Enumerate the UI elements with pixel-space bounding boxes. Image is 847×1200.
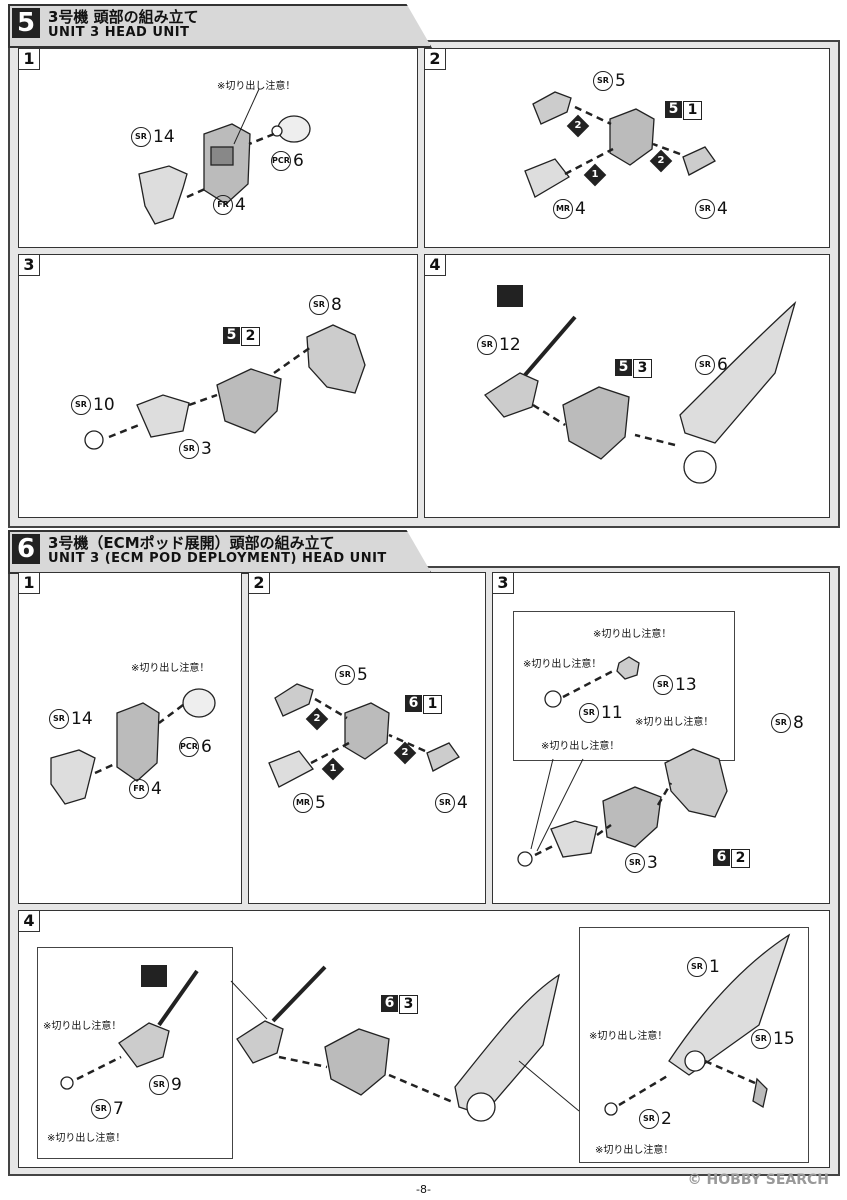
order-marker: 1 — [583, 163, 607, 187]
tool-icon — [497, 285, 523, 307]
order-marker: 2 — [649, 149, 673, 173]
assembly-illustration — [50, 688, 216, 805]
cut-caution-note: ※切り出し注意！ — [523, 659, 602, 670]
tool-icon — [141, 965, 167, 987]
order-marker: 2 — [566, 114, 590, 138]
cut-caution-note: ※切り出し注意！ — [217, 81, 296, 92]
cut-caution-note: ※切り出し注意！ — [595, 1145, 674, 1156]
panel-number: 3 — [18, 254, 40, 276]
section-header-bar — [8, 530, 432, 574]
order-marker: 2 — [305, 707, 329, 731]
assembly-illustration — [517, 656, 728, 867]
panel-number: 2 — [424, 48, 446, 70]
cut-caution-note: ※切り出し注意！ — [43, 1021, 122, 1032]
cut-caution-note: ※切り出し注意！ — [541, 741, 620, 752]
panel-number: 1 — [18, 48, 40, 70]
section-title-en: UNIT 3 HEAD UNIT — [48, 25, 190, 40]
panel-number: 3 — [492, 572, 514, 594]
section-6-header: 6 3号機（ECMポッド展開）頭部の組み立て UNIT 3 (ECM POD D… — [8, 530, 448, 574]
cut-caution-note: ※切り出し注意！ — [47, 1133, 126, 1144]
page-number: -8- — [416, 1183, 431, 1196]
assembly-illustration — [60, 933, 791, 1122]
cut-caution-note: ※切り出し注意！ — [635, 717, 714, 728]
assembly-illustration — [484, 285, 797, 484]
section-number: 6 — [12, 534, 40, 564]
section-number: 5 — [12, 8, 40, 38]
assembly-illustration — [268, 683, 460, 788]
watermark: © HOBBY SEARCH — [687, 1172, 829, 1188]
cut-caution-note: ※切り出し注意！ — [131, 663, 210, 674]
assembly-illustration — [138, 88, 311, 225]
section-title-jp: 3号機（ECMポッド展開）頭部の組み立て — [48, 534, 335, 552]
section-title-jp: 3号機 頭部の組み立て — [48, 8, 199, 26]
order-marker: 2 — [393, 741, 417, 765]
panel-number: 2 — [248, 572, 270, 594]
section-title-en: UNIT 3 (ECM POD DEPLOYMENT) HEAD UNIT — [48, 551, 387, 566]
panel-number: 1 — [18, 572, 40, 594]
cut-caution-note: ※切り出し注意！ — [589, 1031, 668, 1042]
assembly-illustration — [84, 324, 366, 450]
detail-inset — [513, 611, 735, 761]
order-marker: 1 — [321, 757, 345, 781]
cut-caution-note: ※切り出し注意！ — [593, 629, 672, 640]
panel-number: 4 — [18, 910, 40, 932]
section-header-bar — [8, 4, 432, 48]
panel-number: 4 — [424, 254, 446, 276]
assembly-illustration — [524, 91, 716, 198]
section-5-header: 5 3号機 頭部の組み立て UNIT 3 HEAD UNIT — [8, 4, 448, 48]
